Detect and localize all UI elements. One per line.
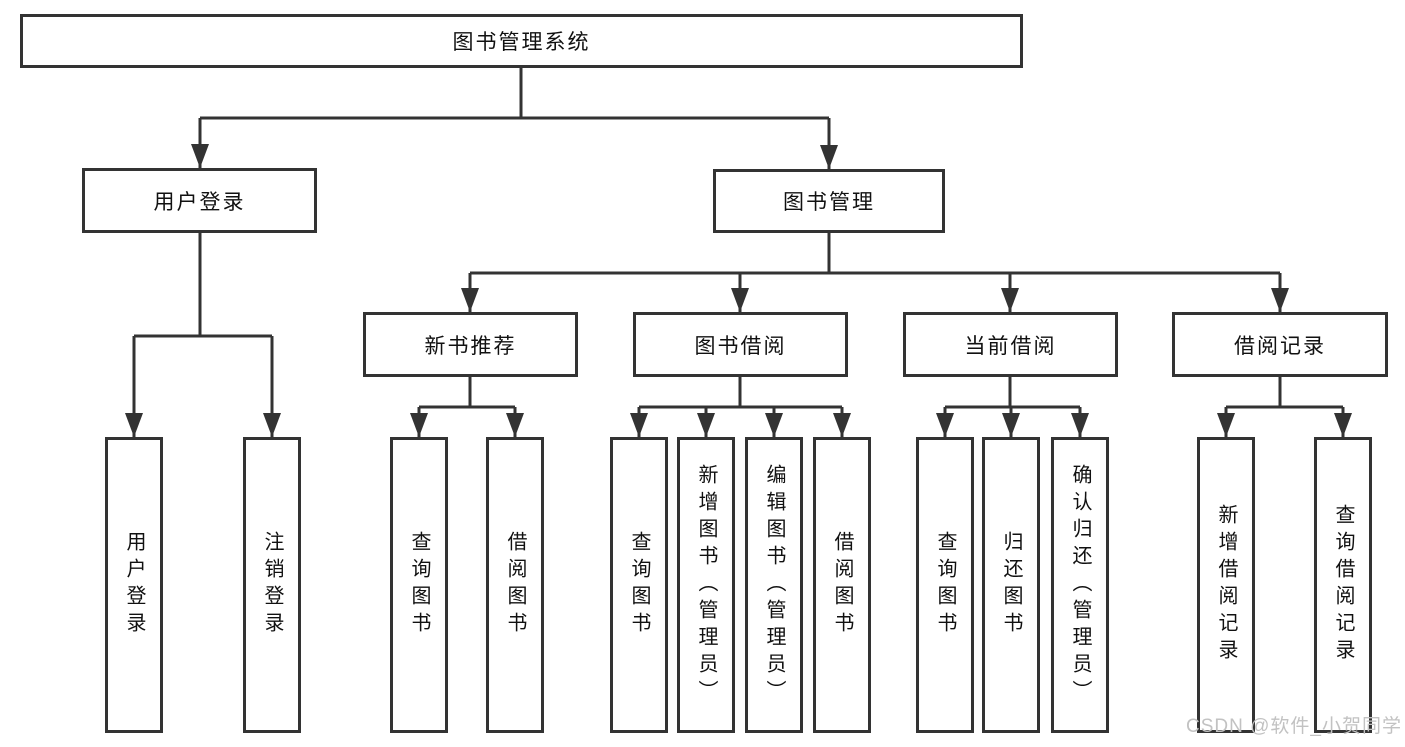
node-br-add-record-label: 新增借阅记录 [1215,504,1237,666]
connector-new-book-group [419,377,515,409]
node-borrow-records-label: 借阅记录 [1234,334,1326,358]
node-book-borrow: 图书借阅 [633,312,848,377]
connector-user-login-group [134,233,272,338]
node-new-book-recommend: 新书推荐 [363,312,578,377]
csdn-watermark: CSDN @软件_小贺同学 [1186,716,1402,737]
node-bb-borrow-books-label: 借阅图书 [831,531,853,639]
node-br-add-record: 新增借阅记录 [1197,437,1255,733]
node-bb-edit-books-admin: 编辑图书（管理员） [745,437,803,733]
connector-book-management-to-level3 [470,233,1280,275]
node-cb-return-books-label: 归还图书 [1000,531,1022,639]
node-nb-borrow-books-label: 借阅图书 [504,531,526,639]
node-nb-borrow-books: 借阅图书 [486,437,544,733]
node-bb-add-books-admin-label: 新增图书（管理员） [695,463,717,707]
node-cb-confirm-return-admin-label: 确认归还（管理员） [1069,463,1091,707]
node-br-query-record: 查询借阅记录 [1314,437,1372,733]
node-new-book-recommend-label: 新书推荐 [424,334,517,358]
node-br-query-record-label: 查询借阅记录 [1332,504,1354,666]
node-current-borrow: 当前借阅 [903,312,1118,377]
node-book-management-label: 图书管理 [783,191,875,214]
node-book-borrow-label: 图书借阅 [694,334,787,358]
node-bb-query-books-label: 查询图书 [628,531,650,639]
node-bb-edit-books-admin-label: 编辑图书（管理员） [763,463,785,707]
node-user-login-action-label: 用户登录 [123,531,145,639]
node-bb-query-books: 查询图书 [610,437,668,733]
node-cb-query-books-label: 查询图书 [934,531,956,639]
node-bb-add-books-admin: 新增图书（管理员） [677,437,735,733]
connector-book-borrow-group [639,377,842,409]
node-nb-query-books-label: 查询图书 [408,531,430,639]
node-logout-label: 注销登录 [261,531,283,639]
connector-root-to-level2 [200,68,829,120]
node-logout: 注销登录 [243,437,301,733]
node-book-management: 图书管理 [713,169,945,233]
node-user-login-label: 用户登录 [153,190,246,214]
node-borrow-records: 借阅记录 [1172,312,1388,377]
node-cb-query-books: 查询图书 [916,437,974,733]
node-cb-return-books: 归还图书 [982,437,1040,733]
node-nb-query-books: 查询图书 [390,437,448,733]
node-bb-borrow-books: 借阅图书 [813,437,871,733]
node-current-borrow-label: 当前借阅 [964,334,1057,358]
node-library-system: 图书管理系统 [20,14,1023,68]
connector-current-borrow-group [945,377,1080,409]
node-user-login-action: 用户登录 [105,437,163,733]
node-library-system-label: 图书管理系统 [452,31,591,54]
node-user-login: 用户登录 [82,168,317,233]
node-cb-confirm-return-admin: 确认归还（管理员） [1051,437,1109,733]
connector-borrow-records-group [1226,377,1343,409]
